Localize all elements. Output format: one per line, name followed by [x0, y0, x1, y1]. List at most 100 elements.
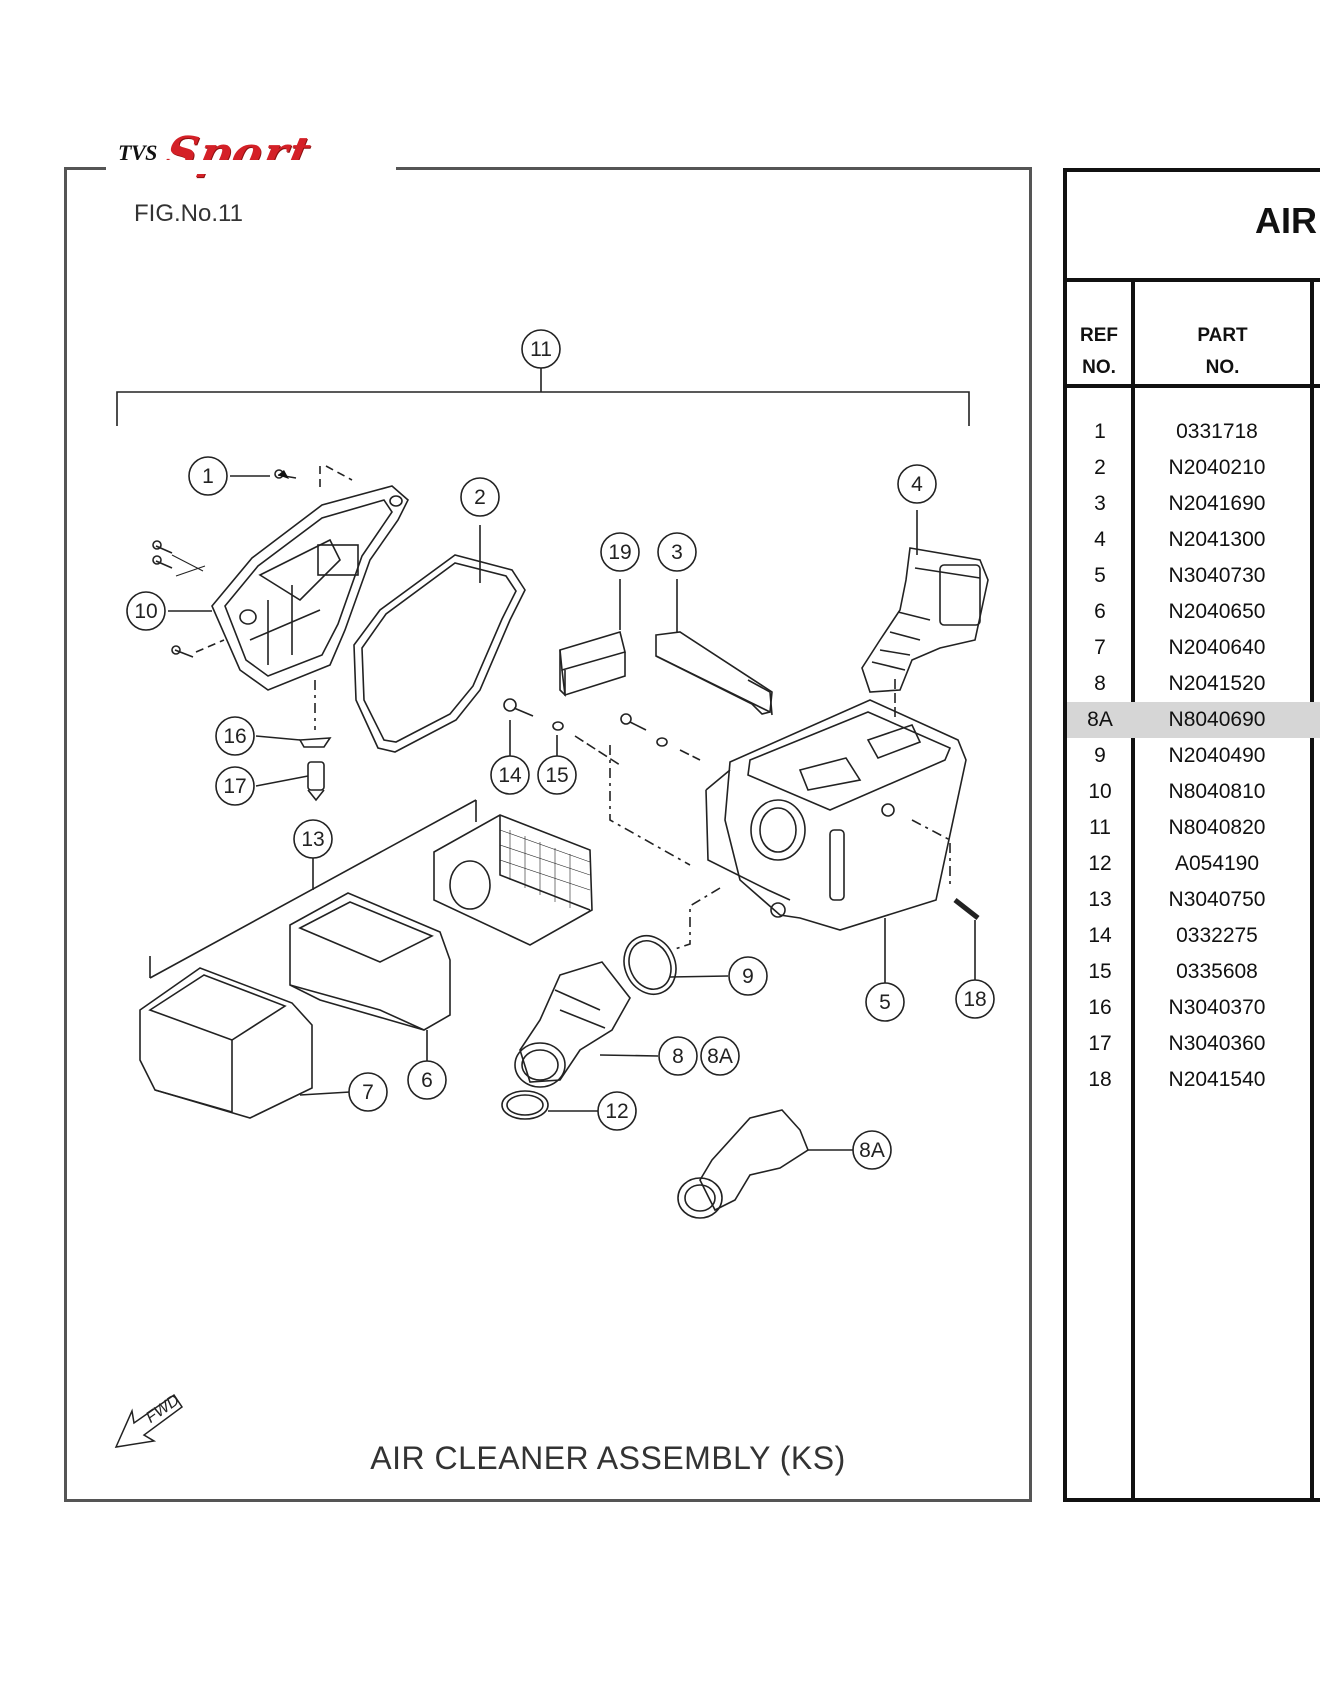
callout-label: 3	[671, 541, 683, 564]
row-ref-number: 3	[1094, 492, 1106, 515]
callout-label: 11	[530, 338, 552, 361]
table-row: 6 N2040650	[1067, 594, 1320, 630]
row-ref-number: 18	[1088, 1068, 1112, 1091]
figure-number: FIG.No.11	[134, 200, 243, 227]
row-part-number: 0335608	[1176, 960, 1258, 983]
callout-label: 1	[202, 465, 214, 488]
row-part-number: 0332275	[1176, 924, 1258, 947]
row-part-number: N8040820	[1168, 816, 1266, 839]
callout-label: 8A	[707, 1045, 733, 1068]
table-row: 3 N2041690	[1067, 486, 1320, 522]
callout-label: 15	[545, 764, 568, 787]
table-title-divider	[1063, 278, 1320, 282]
row-ref-number: 8	[1094, 672, 1106, 695]
intake-duct-part	[861, 547, 989, 693]
callout-label: 8A	[859, 1139, 885, 1162]
row-ref-number: 10	[1088, 780, 1112, 803]
callout-16: 16	[215, 716, 255, 756]
washer-part	[552, 721, 564, 731]
callout-label: 13	[301, 828, 324, 851]
callout-7: 7	[348, 1072, 388, 1112]
table-row: 18 N2041540	[1067, 1062, 1320, 1098]
callout-label: 19	[608, 541, 631, 564]
figure-frame	[64, 167, 1032, 1502]
row-part-number: N8040690	[1168, 708, 1266, 731]
row-ref-number: 6	[1094, 600, 1106, 623]
row-ref-number: 14	[1088, 924, 1112, 947]
row-ref-number: 1	[1094, 420, 1106, 443]
connecting-tube-part	[514, 961, 631, 1088]
parts-table	[1063, 168, 1320, 1502]
callout-label: 16	[223, 725, 246, 748]
callout-18: 18	[955, 979, 995, 1019]
assembly-bracket	[116, 391, 970, 426]
row-part-number: N2040640	[1168, 636, 1266, 659]
frame-logo-gap	[106, 160, 396, 174]
callout-13: 13	[293, 819, 333, 859]
clamp-part	[623, 935, 677, 995]
callout-2: 2	[460, 477, 500, 517]
row-part-number: N3040360	[1168, 1032, 1266, 1055]
table-row: 4 N2041300	[1067, 522, 1320, 558]
row-part-number: N2041540	[1168, 1068, 1266, 1091]
row-ref-number: 7	[1094, 636, 1106, 659]
row-ref-number: 12	[1088, 852, 1112, 875]
row-part-number: N3040750	[1168, 888, 1266, 911]
callout-label: 8	[672, 1045, 684, 1068]
row-part-number: N2041300	[1168, 528, 1266, 551]
outer-foam-sleeve-part	[139, 967, 313, 1119]
air-cleaner-cover-part	[211, 485, 409, 691]
table-row: 7 N2040640	[1067, 630, 1320, 666]
row-ref-number: 4	[1094, 528, 1106, 551]
row-ref-number: 8A	[1087, 708, 1113, 731]
callout-label: 17	[223, 775, 246, 798]
row-part-number: N2041520	[1168, 672, 1266, 695]
callout-8a: 8A	[852, 1130, 892, 1170]
row-part-number: N2040650	[1168, 600, 1266, 623]
gasket-part	[353, 554, 526, 753]
table-row: 14 0332275	[1067, 918, 1320, 954]
table-row: 16 N3040370	[1067, 990, 1320, 1026]
table-row: 10 N8040810	[1067, 774, 1320, 810]
callout-15: 15	[537, 755, 577, 795]
row-part-number: N3040370	[1168, 996, 1266, 1019]
callout-8: 8	[658, 1036, 698, 1076]
clip-part	[298, 737, 332, 748]
row-ref-number: 9	[1094, 744, 1106, 767]
row-part-number: N2040210	[1168, 456, 1266, 479]
row-ref-number: 11	[1089, 816, 1111, 839]
callout-1: 1	[188, 456, 228, 496]
callout-label: 2	[474, 486, 486, 509]
plate-part	[655, 631, 773, 716]
callout-6: 6	[407, 1060, 447, 1100]
table-row: 12 A054190	[1067, 846, 1320, 882]
table-row: 17 N3040360	[1067, 1026, 1320, 1062]
table-header-divider	[1063, 384, 1320, 388]
row-ref-number: 17	[1088, 1032, 1112, 1055]
row-part-number: N8040810	[1168, 780, 1266, 803]
row-ref-number: 5	[1094, 564, 1106, 587]
callout-label: 18	[963, 988, 986, 1011]
row-ref-number: 16	[1088, 996, 1112, 1019]
table-column-divider	[1131, 280, 1135, 1502]
callout-label: 12	[605, 1100, 628, 1123]
parts-table-title: AIR	[1255, 200, 1317, 241]
inner-foam-sleeve-part	[289, 892, 451, 1031]
callout-label: 9	[742, 965, 754, 988]
table-row: 8 N2041520	[1067, 666, 1320, 702]
callout-8a: 8A	[700, 1036, 740, 1076]
callout-label: 5	[879, 991, 891, 1014]
row-part-number: A054190	[1174, 852, 1260, 875]
exploded-parts-diagram	[116, 367, 989, 1219]
row-part-number: N2041690	[1168, 492, 1266, 515]
nipple-part	[953, 898, 980, 920]
filter-element-part	[433, 814, 593, 946]
callout-label: 7	[362, 1081, 374, 1104]
callout-3: 3	[657, 532, 697, 572]
